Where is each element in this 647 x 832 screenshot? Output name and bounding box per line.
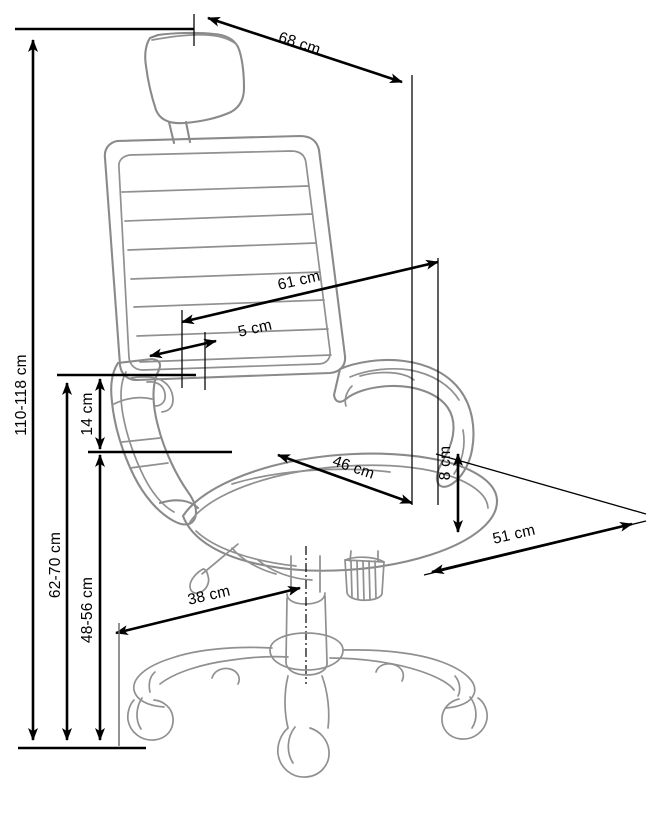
armrest-left [110, 357, 200, 526]
casters [126, 696, 488, 778]
dimension-label-48-56cm: 48-56 cm [79, 577, 96, 643]
dimension-seat-thickness: 8 cm [437, 446, 463, 533]
dimension-overall-depth: 68 cm [207, 16, 403, 84]
dimension-lumbar-offset: 5 cm [149, 316, 274, 359]
dimension-backrest-height: 61 cm [181, 259, 439, 325]
dimension-label-46cm: 46 cm [330, 453, 376, 483]
dimension-label-38cm: 38 cm [186, 582, 232, 608]
dimension-armrest-height: 14 cm [79, 378, 105, 450]
seat-mechanism [231, 547, 313, 581]
dimension-label-68cm: 68 cm [276, 29, 322, 59]
gas-cylinder [285, 546, 328, 684]
dimension-label-62-70cm: 62-70 cm [47, 532, 64, 598]
chair-illustration [103, 31, 499, 778]
dimension-backrest-top-height: 62-70 cm [47, 382, 72, 741]
armrest-right [332, 358, 475, 488]
dimension-label-8cm: 8 cm [437, 446, 454, 480]
headrest [144, 31, 246, 125]
dimension-label-5cm: 5 cm [236, 316, 273, 340]
dimension-seat-height: 48-56 cm [79, 454, 105, 741]
dimension-label-14cm: 14 cm [79, 392, 96, 435]
dimension-seat-depth: 51 cm [431, 521, 633, 575]
dimension-overall-height: 110-118 cm [13, 39, 38, 741]
tension-knob [344, 550, 385, 602]
seat-depth-guide-lower [423, 520, 647, 576]
chair-base [133, 632, 476, 729]
dimension-base-radius: 38 cm [115, 582, 301, 636]
dimension-label-110-118cm: 110-118 cm [13, 354, 30, 436]
seat-depth-guide-upper [435, 453, 647, 515]
dimension-label-51cm: 51 cm [491, 521, 537, 547]
backrest-frame [103, 134, 347, 382]
